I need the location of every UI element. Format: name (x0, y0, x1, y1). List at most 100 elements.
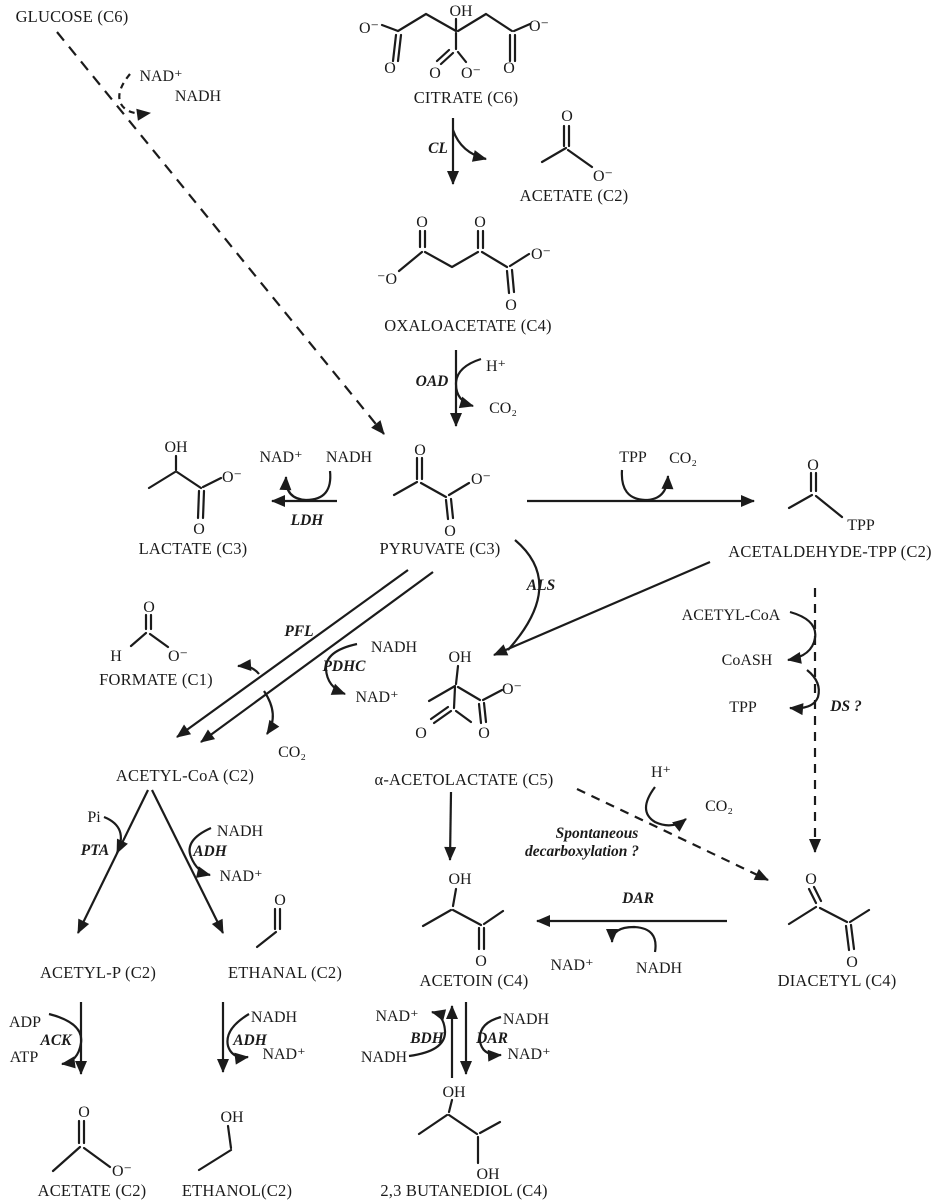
arrow-pfl-line2 (200, 571, 434, 743)
cofactor-co2-oad: CO₂ (489, 400, 517, 417)
structure-citrate (380, 12, 532, 66)
compound-labels-layer: GLUCOSE (C6) CITRATE (C6) ACETATE (C2) O… (16, 7, 932, 1200)
arrow-pfl-line1 (176, 569, 409, 738)
cofactor-nadh-adh-upper: NADH (217, 823, 264, 840)
atom-label-o: O (475, 953, 487, 970)
cofactor-co2-spontaneous: CO₂ (705, 798, 733, 815)
label-acetate-top: ACETATE (C2) (520, 186, 629, 205)
cofactor-nadh-glycolysis: NADH (175, 88, 222, 105)
arrow-als-curve (507, 539, 541, 651)
arrow-oad-h-co2 (454, 357, 482, 409)
enzyme-ldh: LDH (290, 512, 325, 529)
label-acetaldehyde-tpp: ACETALDEHYDE-TPP (C2) (728, 542, 931, 561)
cofactor-nadh-dar-mid: NADH (636, 960, 683, 977)
enzyme-adh-upper: ADH (192, 843, 228, 860)
arrow-spontaneous (576, 788, 769, 881)
cofactor-co2-pdc: CO₂ (669, 450, 697, 467)
cofactor-nad-adh-lower: NAD⁺ (262, 1046, 305, 1063)
cofactor-atp-ack: ATP (10, 1049, 39, 1066)
atom-label-o: O (429, 65, 441, 82)
cofactor-nadh-adh-lower: NADH (251, 1009, 298, 1026)
atom-label-o: O (505, 297, 517, 314)
label-citrate: CITRATE (C6) (414, 88, 519, 107)
cofactor-nad-pdhc: NAD⁺ (355, 689, 398, 706)
enzyme-oad: OAD (416, 373, 449, 390)
label-lactate: LACTATE (C3) (139, 539, 248, 558)
enzyme-pta: PTA (81, 842, 109, 859)
enzyme-bdh: BDH (409, 1030, 445, 1047)
atom-label-o: O (478, 725, 490, 742)
atom-label-oh: OH (448, 871, 472, 888)
enzyme-cl: CL (428, 140, 448, 157)
structure-lactate (147, 454, 223, 520)
atom-label-o: O (384, 60, 396, 77)
label-ethanol: ETHANOL(C2) (182, 1181, 292, 1200)
structure-pyruvate (392, 456, 471, 521)
enzyme-als: ALS (526, 577, 555, 594)
cofactor-adp-ack: ADP (9, 1014, 41, 1031)
arrow-pta-pi (103, 815, 128, 854)
atom-label-o: O⁻ (531, 246, 551, 263)
atom-label-o: O⁻ (359, 20, 379, 37)
cofactor-coash-ds: CoASH (722, 652, 773, 669)
atom-label-oh: OH (476, 1166, 500, 1183)
atom-label-o: O (78, 1104, 90, 1121)
cofactor-h-oad: H⁺ (486, 358, 506, 375)
structure-butanediol (417, 1098, 502, 1165)
atom-label-tpp: TPP (847, 517, 875, 534)
atom-label-o: O⁻ (112, 1163, 132, 1180)
arrow-glycolysis-nad-cycle (118, 73, 151, 121)
atom-label-o: O⁻ (471, 471, 491, 488)
atom-label-o: O (807, 457, 819, 474)
structure-oxaloacetate (397, 229, 531, 295)
atom-label-o: O (846, 954, 858, 971)
arrow-pfl-to-formate (237, 659, 260, 675)
atom-label-o: O (561, 108, 573, 125)
arrow-spontaneous-h-co2 (644, 786, 687, 832)
bonds-layer (51, 12, 871, 1173)
arrow-acetolactate-to-acetoin (444, 791, 457, 861)
label-alpha-acetolactate: α-ACETOLACTATE (C5) (374, 770, 553, 789)
cofactor-nadh-dar-bottom: NADH (503, 1011, 550, 1028)
cofactor-tpp-ds: TPP (729, 699, 757, 716)
atom-label-o: O⁻ (502, 681, 522, 698)
cofactor-nad-ldh: NAD⁺ (259, 449, 302, 466)
atom-label-o: O (414, 442, 426, 459)
structure-ethanal (255, 907, 282, 949)
atom-label-oh: OH (220, 1109, 244, 1126)
atom-label-oh: OH (164, 439, 188, 456)
enzyme-dar-bottom: DAR (475, 1030, 508, 1047)
arrow-dar-bottom-nad-cycle (478, 1015, 502, 1062)
cofactor-labels-layer: NAD⁺ NADH H⁺ CO₂ NAD⁺ NADH TPP CO₂ NADH … (9, 68, 781, 1066)
atom-label-oh: OH (449, 3, 473, 20)
enzyme-ack: ACK (39, 1032, 73, 1049)
label-acetyl-p: ACETYL-P (C2) (40, 963, 156, 982)
structure-ethanol (197, 1124, 233, 1172)
arrow-adh-upper-nad-cycle (188, 826, 212, 878)
cofactor-tpp-pdc: TPP (619, 449, 647, 466)
enzyme-ds: DS ? (829, 698, 862, 715)
label-formate: FORMATE (C1) (99, 670, 213, 689)
structure-acetate-top (540, 124, 594, 169)
atom-label-o: O⁻ (222, 469, 242, 486)
arrow-ds-acetylcoa-coash (787, 610, 817, 664)
label-oxaloacetate: OXALOACETATE (C4) (384, 316, 552, 335)
atom-label-h: H (110, 648, 122, 665)
cofactor-nad-dar-mid: NAD⁺ (550, 957, 593, 974)
arrow-acetaldehyde-to-acetolactate (493, 560, 711, 657)
enzyme-spontaneous-line2: decarboxylation ? (525, 843, 639, 860)
label-acetate-bottom: ACETATE (C2) (38, 1181, 147, 1200)
structure-acetate-bottom (51, 1119, 112, 1173)
atom-label-o: O (193, 521, 205, 538)
label-pyruvate: PYRUVATE (C3) (379, 539, 500, 558)
label-glucose: GLUCOSE (C6) (16, 7, 129, 26)
atom-label-o: O⁻ (593, 168, 613, 185)
arrow-pdc-tpp-co2 (620, 469, 674, 502)
atom-label-o: ⁻O (377, 271, 397, 288)
cofactor-nadh-pdhc: NADH (371, 639, 418, 656)
arrow-ds-tpp (789, 669, 820, 716)
cofactor-nad-bdh: NAD⁺ (375, 1008, 418, 1025)
